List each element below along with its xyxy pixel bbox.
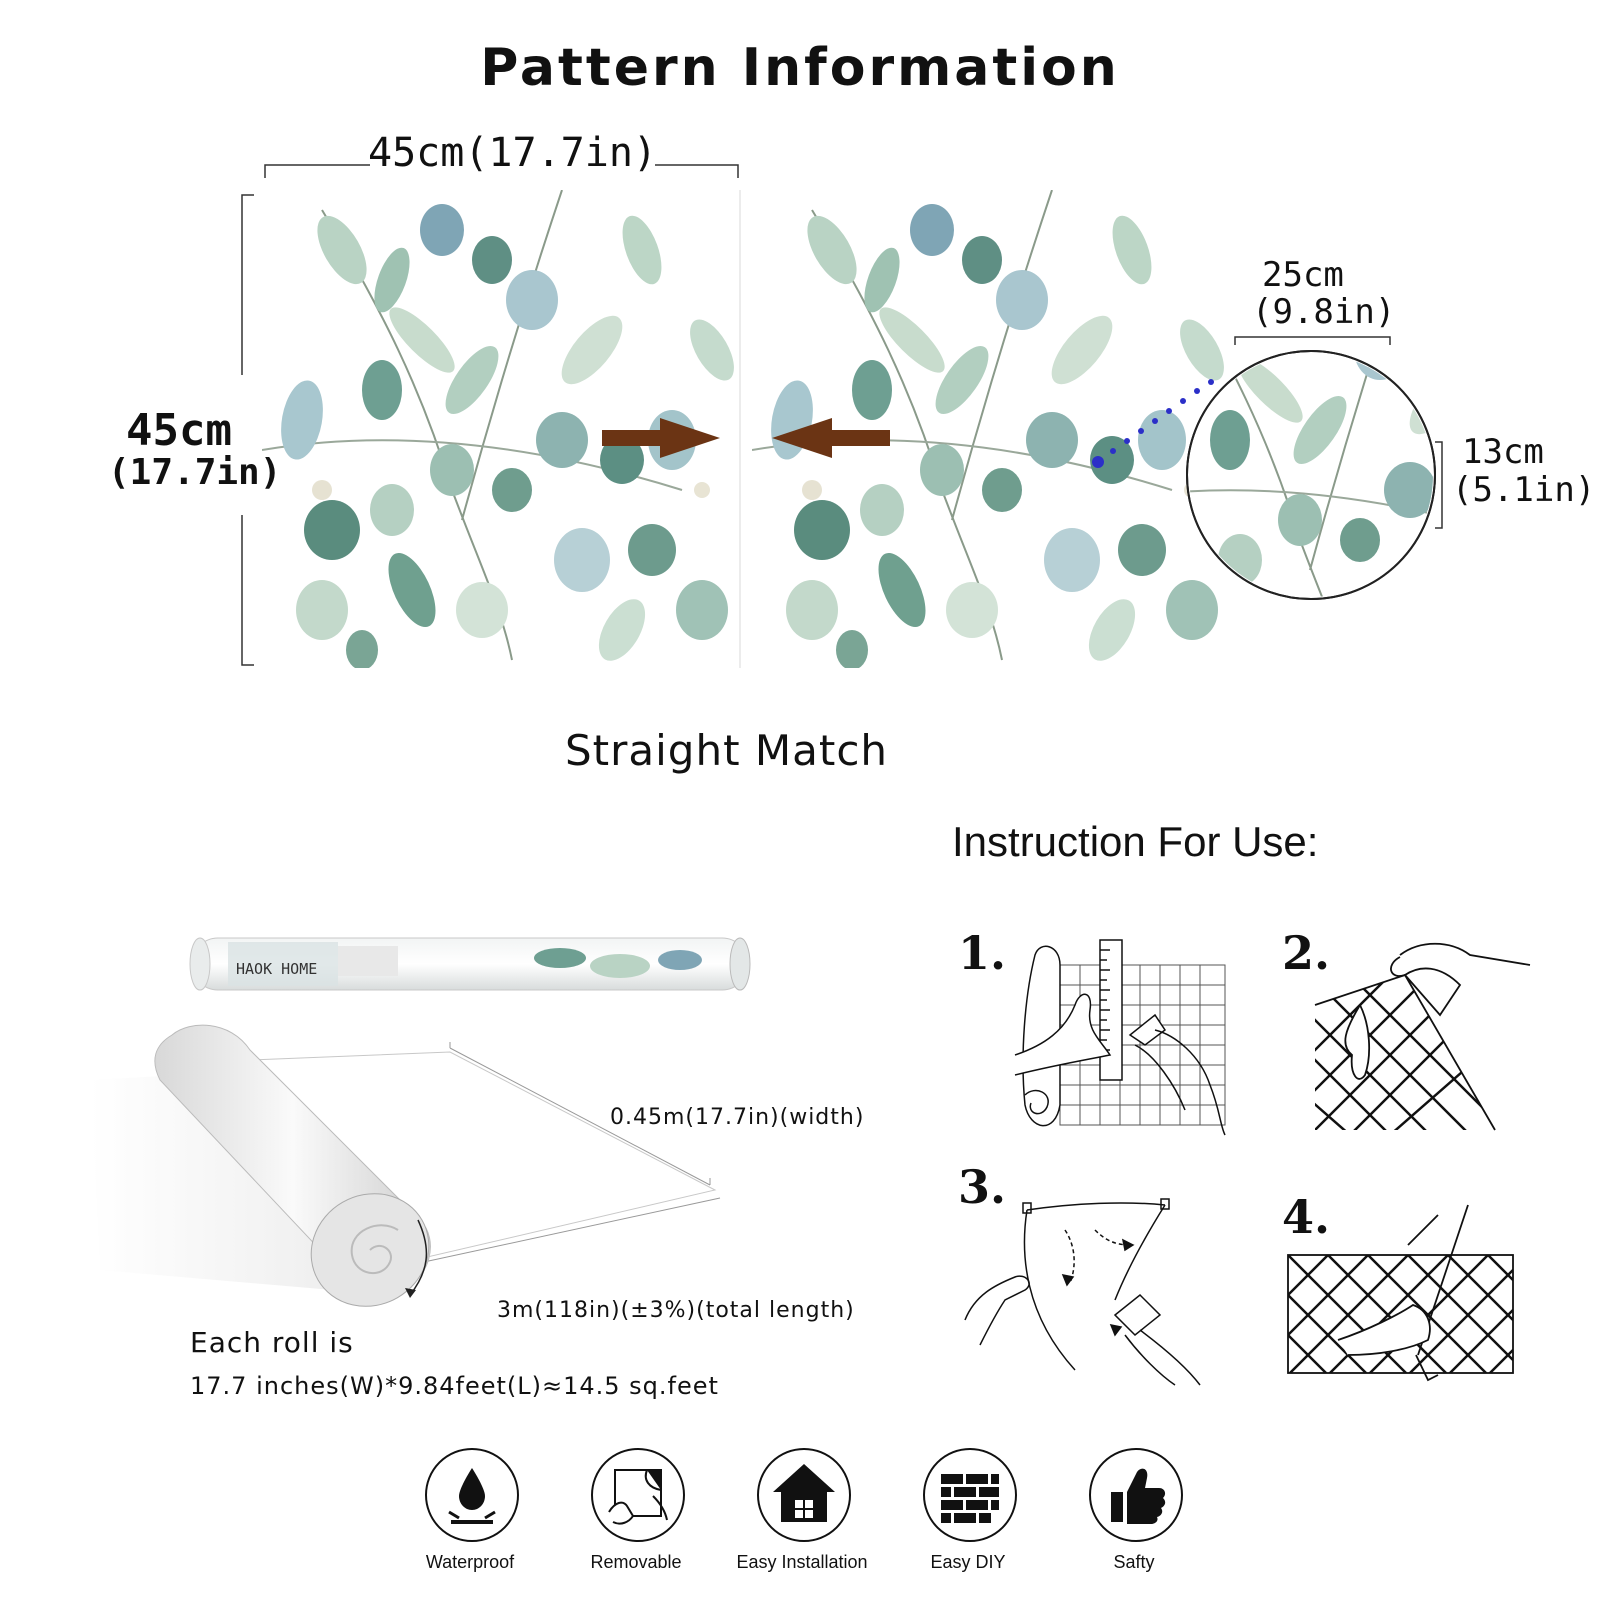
water-drop-icon bbox=[425, 1448, 519, 1542]
circle-height-cm-label: 13cm bbox=[1462, 432, 1544, 472]
match-arrows bbox=[602, 418, 890, 458]
step-3-number: 3. bbox=[958, 1160, 1007, 1214]
pattern-panels bbox=[241, 164, 1443, 668]
roll-summary-line1: Each roll is bbox=[190, 1326, 354, 1359]
circle-width-in-label: (9.8in) bbox=[1252, 292, 1396, 332]
roll-width-label: 0.45m(17.7in)(width) bbox=[610, 1105, 865, 1130]
step-2-peel-icon bbox=[1314, 942, 1531, 1131]
roll-illustration: HAOK HOME bbox=[90, 937, 751, 1307]
page-title: Pattern Information bbox=[480, 38, 1120, 98]
match-type-label: Straight Match bbox=[565, 726, 889, 775]
feature-label-waterproof: Waterproof bbox=[425, 1552, 515, 1572]
house-icon bbox=[757, 1448, 851, 1542]
feature-label-easy-diy: Easy DIY bbox=[930, 1552, 1006, 1572]
instruction-title: Instruction For Use: bbox=[952, 818, 1319, 865]
left-height-cm-label: 45cm bbox=[126, 405, 232, 456]
peel-hand-icon bbox=[591, 1448, 685, 1542]
step-1-number: 1. bbox=[958, 926, 1007, 980]
thumbs-up-icon bbox=[1089, 1448, 1183, 1542]
step-2-number: 2. bbox=[1282, 926, 1331, 980]
step-1-measure-cut-icon bbox=[1014, 939, 1226, 1136]
roll-summary-line2: 17.7 inches(W)*9.84feet(L)≈14.5 sq.feet bbox=[190, 1372, 719, 1400]
roll-brand-label: HAOK HOME bbox=[236, 960, 317, 978]
top-width-label: 45cm(17.7in) bbox=[368, 130, 657, 176]
circle-width-cm-label: 25cm bbox=[1262, 255, 1344, 295]
roll-length-label: 3m(118in)(±3%)(total length) bbox=[497, 1298, 855, 1323]
step-3-apply-icon bbox=[964, 1198, 1201, 1386]
circle-height-in-label: (5.1in) bbox=[1452, 470, 1596, 510]
left-height-in-label: (17.7in) bbox=[108, 452, 282, 493]
brick-wall-icon bbox=[923, 1448, 1017, 1542]
feature-label-easy-installation: Easy Installation bbox=[736, 1552, 868, 1572]
zoom-dots bbox=[1092, 379, 1214, 468]
feature-label-removable: Removable bbox=[590, 1552, 682, 1572]
step-4-smooth-icon bbox=[1287, 1204, 1514, 1382]
step-4-number: 4. bbox=[1282, 1190, 1331, 1244]
feature-label-safty: Safty bbox=[1113, 1552, 1155, 1572]
dimension-lines bbox=[241, 164, 1443, 666]
